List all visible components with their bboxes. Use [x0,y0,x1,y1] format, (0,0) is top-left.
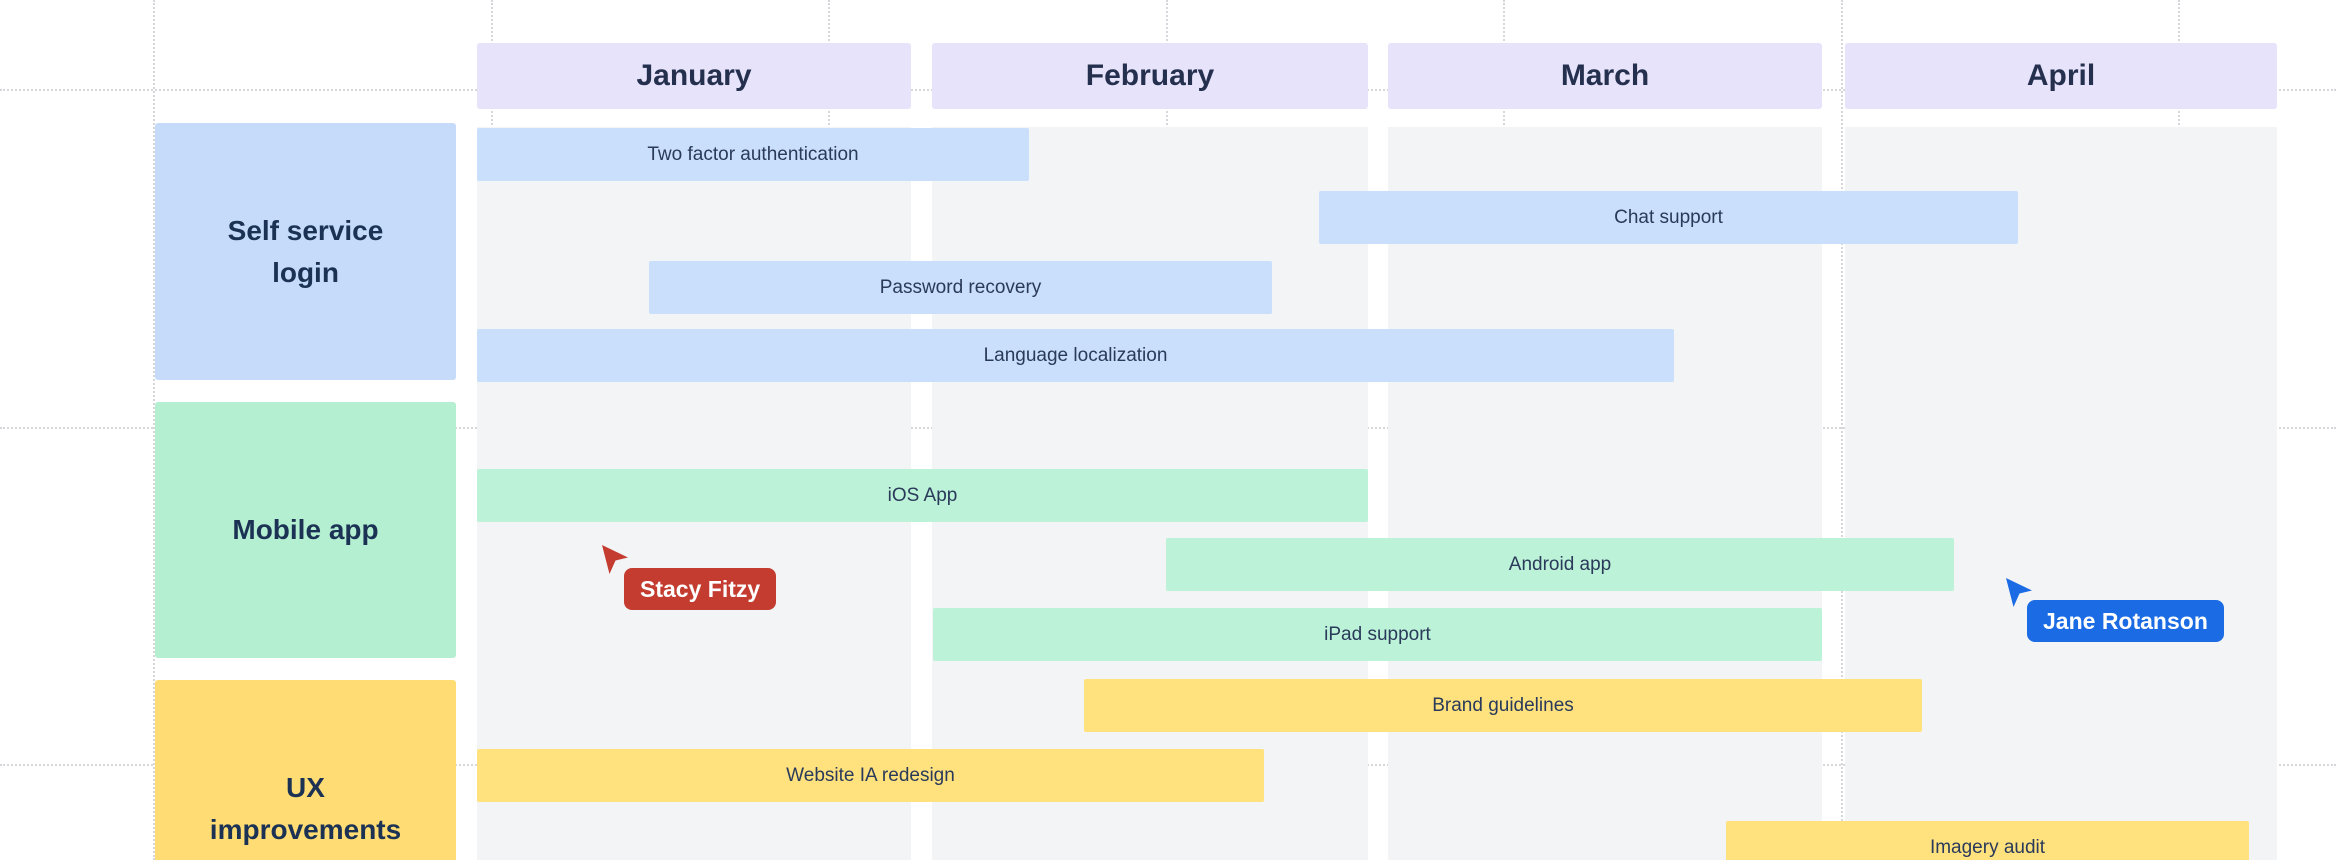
month-header-january[interactable]: January [477,43,911,109]
month-header-label: January [636,59,752,92]
category-label: Self service login [227,214,384,288]
category-box-self-service-login[interactable]: Self service login [155,123,456,380]
task-bar-ipad-support[interactable]: iPad support [933,608,1822,661]
collaborator-cursor-stacy-fitzy [600,543,630,582]
task-label: Brand guidelines [1432,694,1574,716]
grid-line-vertical [153,0,155,860]
month-column-band-april [1845,127,2277,860]
task-bar-brand-guidelines[interactable]: Brand guidelines [1084,679,1922,732]
month-header-february[interactable]: February [932,43,1368,109]
month-header-label: April [2026,59,2096,92]
category-label: UX improvements [209,771,402,845]
task-label: Chat support [1614,206,1723,228]
collaborator-name: Jane Rotanson [2043,607,2208,634]
category-label: Mobile app [232,514,379,545]
task-label: Android app [1508,553,1612,575]
collaborator-name-badge-stacy-fitzy: Stacy Fitzy [624,568,777,610]
task-bar-two-factor-authentication[interactable]: Two factor authentication [477,128,1029,181]
task-bar-language-localization[interactable]: Language localization [477,329,1674,382]
grid-line-vertical [1840,0,1843,860]
task-bar-ios-app[interactable]: iOS App [477,469,1368,522]
category-box-ux-improvements[interactable]: UX improvements [155,680,456,860]
month-header-label: February [1085,59,1215,92]
task-bar-password-recovery[interactable]: Password recovery [649,261,1272,314]
collaborator-cursor-jane-rotanson [2004,576,2034,615]
task-label: Language localization [983,344,1168,366]
task-bar-imagery-audit[interactable]: Imagery audit [1726,821,2249,860]
month-column-band-march [1388,127,1822,860]
task-label: Website IA redesign [786,764,955,786]
cursor-pointer-icon [2006,578,2032,607]
task-label: iPad support [1324,623,1431,645]
task-label: iOS App [887,484,958,506]
task-bar-chat-support[interactable]: Chat support [1319,191,2018,244]
month-header-april[interactable]: April [1845,43,2277,109]
collaborator-name: Stacy Fitzy [640,575,761,602]
task-label: Imagery audit [1929,836,2046,858]
collaborator-name-badge-jane-rotanson: Jane Rotanson [2027,600,2224,642]
task-label: Password recovery [879,276,1042,298]
cursor-pointer-icon [602,545,628,574]
category-box-mobile-app[interactable]: Mobile app [155,402,456,658]
month-header-march[interactable]: March [1388,43,1822,109]
month-header-label: March [1560,59,1650,92]
task-label: Two factor authentication [647,143,859,165]
task-bar-android-app[interactable]: Android app [1166,538,1954,591]
task-bar-website-ia-redesign[interactable]: Website IA redesign [477,749,1264,802]
